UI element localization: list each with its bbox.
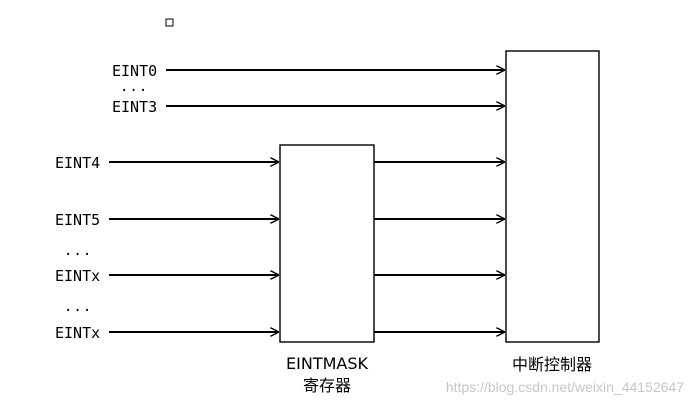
label-eint3: EINT3 xyxy=(112,98,157,116)
corner-marker-icon xyxy=(165,18,174,27)
label-eint4: EINT4 xyxy=(55,154,100,172)
mask-register-name: EINTMASK xyxy=(286,354,368,373)
label-eintx-a: EINTx xyxy=(55,267,100,285)
label-ellipsis-mask-1: ... xyxy=(64,243,92,259)
interrupt-controller-box xyxy=(505,50,600,343)
watermark-text: https://blog.csdn.net/weixin_44152647 xyxy=(446,379,684,395)
label-eintx-b: EINTx xyxy=(55,324,100,342)
eintmask-register-box xyxy=(279,144,375,343)
interrupt-controller-name: 中断控制器 xyxy=(512,355,592,374)
label-eint0: EINT0 xyxy=(112,62,157,80)
mask-register-subtitle: 寄存器 xyxy=(303,376,351,395)
label-ellipsis-direct: ... xyxy=(120,79,148,95)
label-eint5: EINT5 xyxy=(55,211,100,229)
label-ellipsis-mask-2: ... xyxy=(64,299,92,315)
